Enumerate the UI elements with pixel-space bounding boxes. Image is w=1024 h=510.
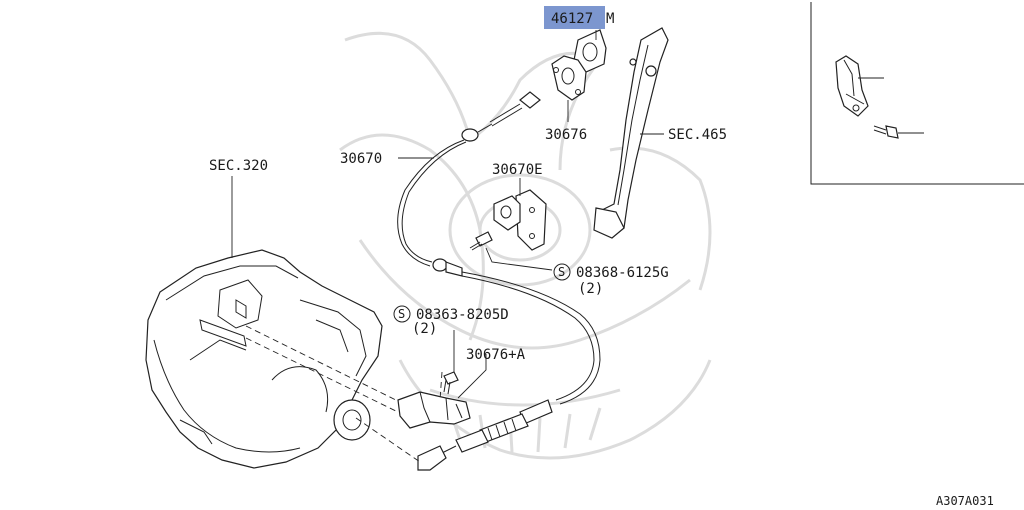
label-30676[interactable]: 30676 <box>545 127 587 143</box>
highlight-box <box>544 6 605 29</box>
bolt-08368-6125g[interactable] <box>469 231 493 251</box>
bolt-b-qty: (2) <box>412 321 437 337</box>
label-sec-320[interactable]: SEC.320 <box>209 158 268 174</box>
inset-bracket-30670e[interactable] <box>835 55 869 117</box>
figure-code: A307A031 <box>936 494 994 508</box>
label-30676a[interactable]: 30676+A <box>466 347 526 363</box>
s-symbol: S <box>558 265 565 279</box>
part-label-46127[interactable]: 46127 M <box>544 6 614 29</box>
s-circle-icon <box>393 305 411 323</box>
label-sec-465[interactable]: SEC.465 <box>668 127 727 143</box>
inset-bolt-30061d[interactable] <box>873 125 899 139</box>
s-circle-icon <box>553 263 571 281</box>
clutch-cable-30670[interactable] <box>397 91 601 471</box>
s-symbol: S <box>398 307 405 321</box>
label-bolt-08368[interactable]: S 08368-6125G (2) <box>553 263 669 297</box>
label-bolt-08363[interactable]: S 08363-8205D (2) <box>393 305 509 337</box>
label-46127-suffix: M <box>606 11 614 27</box>
cable-bracket-30670e[interactable] <box>493 189 547 251</box>
bolt-08363-8205d[interactable] <box>443 371 459 395</box>
bolt-a-code: 08368-6125G <box>576 265 669 281</box>
bolt-a-qty: (2) <box>578 281 603 297</box>
label-30670e[interactable]: 30670E <box>492 162 543 178</box>
label-30670[interactable]: 30670 <box>340 151 382 167</box>
bracket-30676[interactable] <box>551 55 587 101</box>
clutch-pedal[interactable] <box>593 27 669 239</box>
inset-panel <box>810 2 1024 185</box>
alignment-lines <box>245 325 443 463</box>
label-46127: 46127 <box>551 11 593 27</box>
bracket-30676a[interactable] <box>397 391 471 429</box>
leader-lines <box>231 30 664 399</box>
bolt-b-code: 08363-8205D <box>416 307 509 323</box>
transmission-sec320[interactable] <box>145 249 383 469</box>
